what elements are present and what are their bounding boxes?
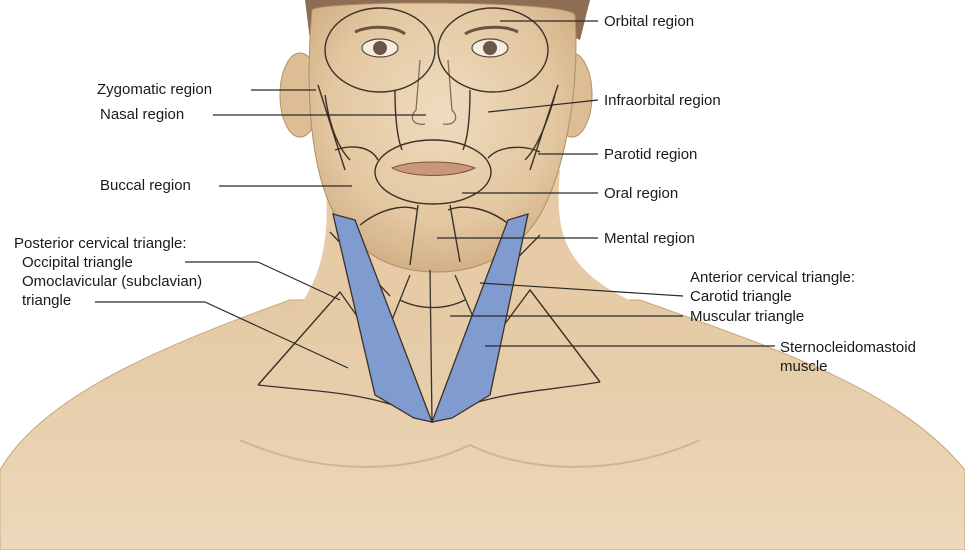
label-infraorbital-region: Infraorbital region (604, 92, 721, 109)
label-omoclavicular-triangle-line2: triangle (22, 292, 71, 309)
label-parotid-region: Parotid region (604, 146, 697, 163)
label-mental-region: Mental region (604, 230, 695, 247)
label-occipital-triangle: Occipital triangle (22, 254, 133, 271)
label-zygomatic-region: Zygomatic region (97, 81, 212, 98)
label-omoclavicular-triangle-line1: Omoclavicular (subclavian) (22, 273, 202, 290)
label-anterior-cervical-triangle: Anterior cervical triangle: (690, 269, 855, 286)
label-buccal-region: Buccal region (100, 177, 191, 194)
label-carotid-triangle: Carotid triangle (690, 288, 792, 305)
label-oral-region: Oral region (604, 185, 678, 202)
label-orbital-region: Orbital region (604, 13, 694, 30)
label-muscular-triangle: Muscular triangle (690, 308, 804, 325)
label-nasal-region: Nasal region (100, 106, 184, 123)
label-sternocleidomastoid-line2: muscle (780, 358, 828, 375)
label-posterior-cervical-triangle: Posterior cervical triangle: (14, 235, 187, 252)
label-sternocleidomastoid-line1: Sternocleidomastoid (780, 339, 916, 356)
